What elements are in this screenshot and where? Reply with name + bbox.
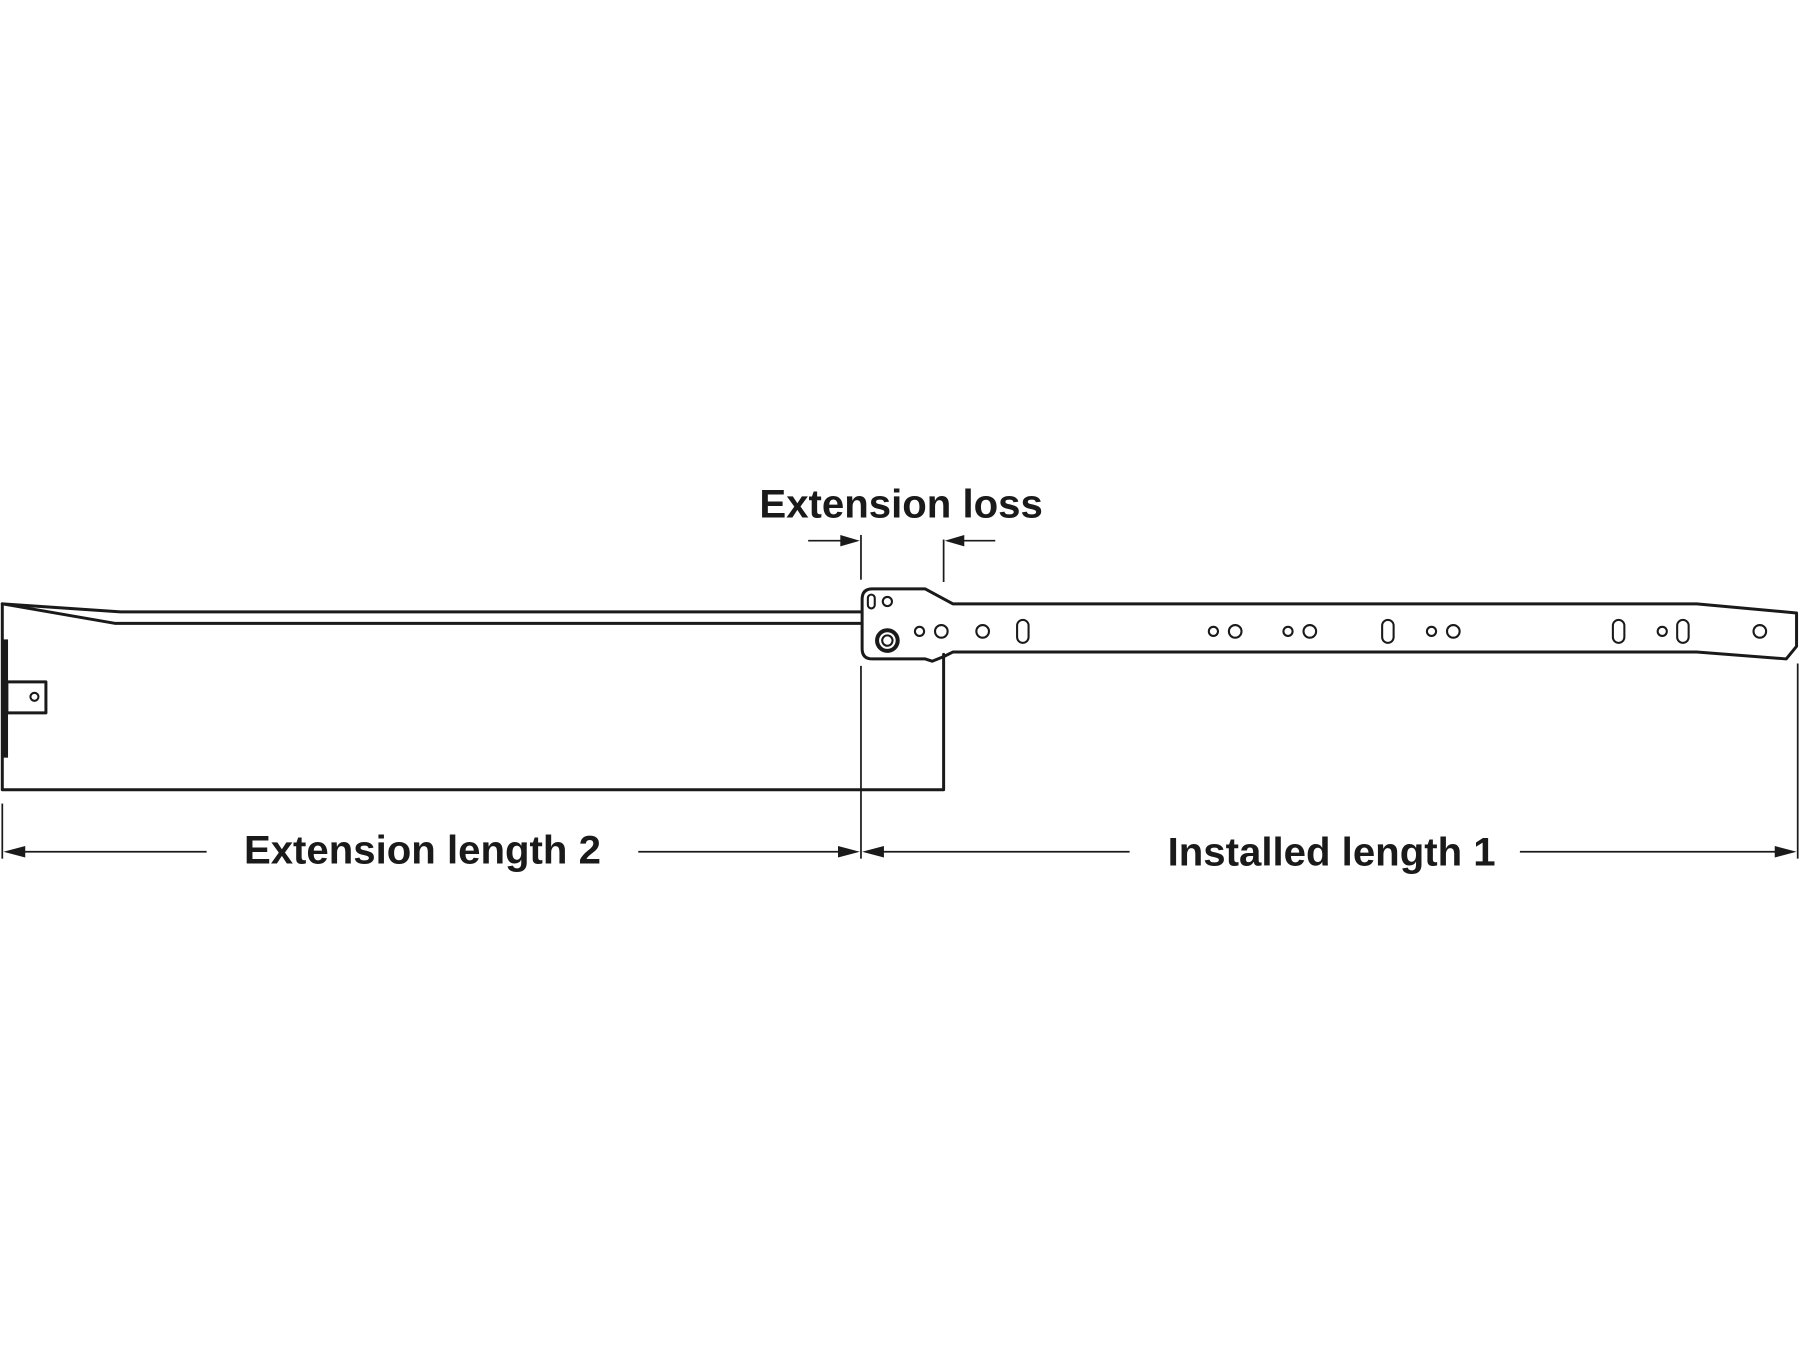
length-dimensions: Extension length 2 Installed length 1	[1, 663, 1799, 875]
installed-length-label: Installed length 1	[1168, 830, 1496, 875]
extension-loss-dimension: Extension loss	[759, 482, 1043, 583]
mounting-tab	[5, 680, 48, 715]
extension-length-label: Extension length 2	[244, 827, 601, 872]
roller	[875, 628, 900, 653]
screw-holes	[913, 618, 1768, 644]
extension-loss-label: Extension loss	[759, 482, 1042, 527]
end-plate	[2, 639, 9, 758]
cabinet-rail	[860, 587, 1799, 663]
drawer-member	[0, 602, 946, 792]
